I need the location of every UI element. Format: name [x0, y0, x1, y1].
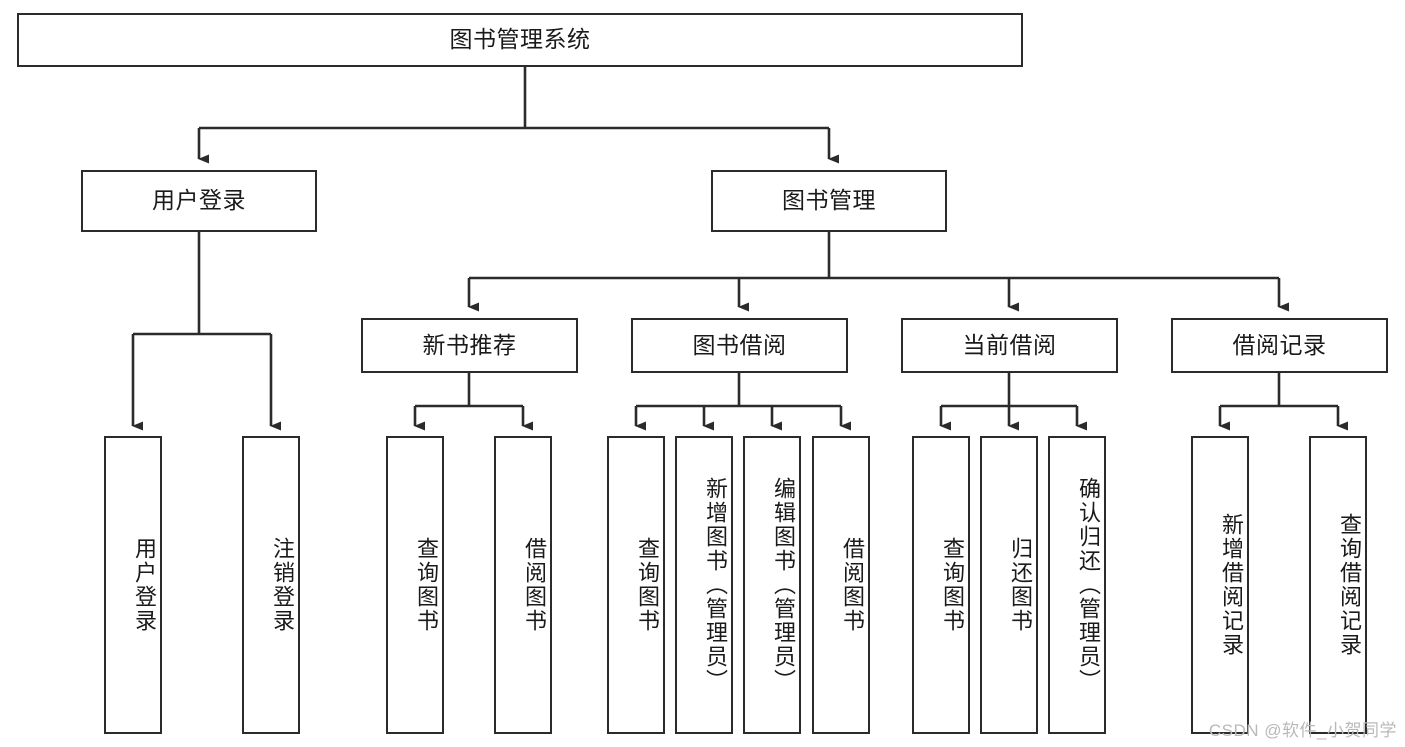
node-leaf-edit-book[interactable]: 编辑图书（管理员）	[743, 436, 801, 734]
node-leaf-add-book[interactable]: 新增图书（管理员）	[675, 436, 733, 734]
node-leaf-return-book[interactable]: 归还图书	[980, 436, 1038, 734]
node-borrow-record[interactable]: 借阅记录	[1171, 318, 1388, 373]
node-label: 借阅图书	[840, 537, 865, 633]
node-label: 图书借阅	[692, 331, 787, 358]
node-leaf-logout[interactable]: 注销登录	[242, 436, 300, 734]
node-label: 查询图书	[940, 537, 965, 633]
node-label: 用户登录	[152, 187, 246, 214]
node-label: 借阅记录	[1232, 331, 1327, 358]
node-book-manage[interactable]: 图书管理	[711, 170, 947, 232]
node-leaf-borrow-book-2[interactable]: 借阅图书	[812, 436, 870, 734]
node-book-borrow[interactable]: 图书借阅	[631, 318, 848, 373]
node-label: 新增图书（管理员）	[703, 477, 728, 693]
node-leaf-query-book-2[interactable]: 查询图书	[607, 436, 665, 734]
node-label: 图书管理系统	[449, 26, 591, 53]
node-leaf-query-book-1[interactable]: 查询图书	[386, 436, 444, 734]
node-label: 编辑图书（管理员）	[771, 477, 796, 693]
node-label: 借阅图书	[522, 537, 547, 633]
node-label: 注销登录	[270, 537, 295, 633]
node-leaf-add-record[interactable]: 新增借阅记录	[1191, 436, 1249, 734]
node-new-book-recommend[interactable]: 新书推荐	[361, 318, 578, 373]
node-label: 新书推荐	[422, 331, 517, 358]
node-label: 确认归还（管理员）	[1076, 477, 1101, 693]
node-user-login[interactable]: 用户登录	[81, 170, 317, 232]
node-leaf-confirm-return[interactable]: 确认归还（管理员）	[1048, 436, 1106, 734]
node-leaf-query-book-3[interactable]: 查询图书	[912, 436, 970, 734]
node-label: 归还图书	[1008, 537, 1033, 633]
node-current-borrow[interactable]: 当前借阅	[901, 318, 1118, 373]
node-label: 查询图书	[414, 537, 439, 633]
node-label: 当前借阅	[962, 331, 1057, 358]
node-label: 查询图书	[635, 537, 660, 633]
node-leaf-borrow-book-1[interactable]: 借阅图书	[494, 436, 552, 734]
node-label: 用户登录	[132, 537, 157, 633]
node-label: 图书管理	[782, 187, 876, 214]
csdn-watermark: CSDN @软件_小贺同学	[1208, 721, 1397, 740]
node-root[interactable]: 图书管理系统	[17, 13, 1023, 67]
node-label: 查询借阅记录	[1337, 513, 1362, 657]
node-leaf-query-record[interactable]: 查询借阅记录	[1309, 436, 1367, 734]
node-leaf-user-login[interactable]: 用户登录	[104, 436, 162, 734]
node-label: 新增借阅记录	[1219, 513, 1244, 657]
